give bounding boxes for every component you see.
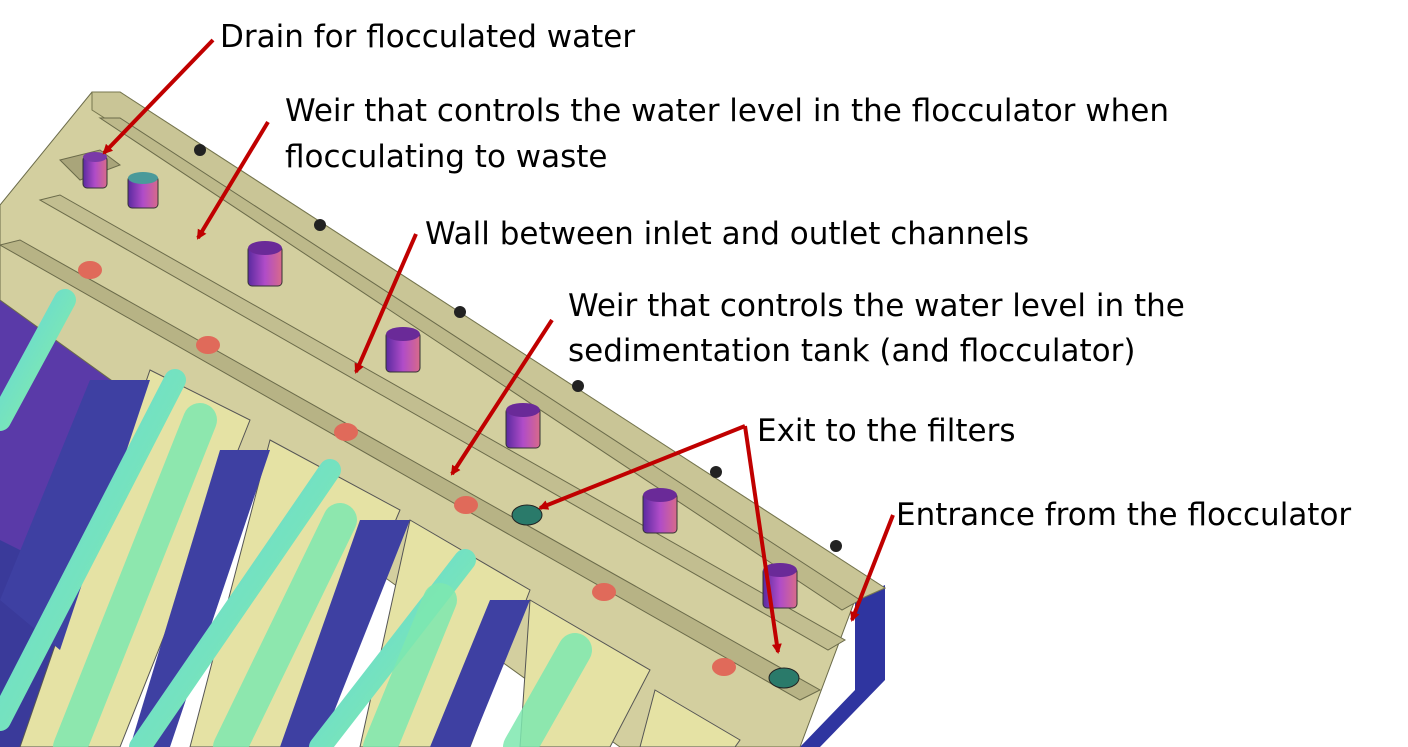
arrow-drain	[102, 38, 215, 155]
label-weir-sedimentation-line2: sedimentation tank (and flocculator)	[568, 333, 1136, 369]
label-drain: Drain for flocculated water	[220, 19, 636, 55]
label-weir-flocculator-line2: flocculating to waste	[285, 139, 608, 175]
label-entrance: Entrance from the flocculator	[896, 497, 1352, 533]
label-exit-filters: Exit to the filters	[757, 413, 1016, 449]
arrow-entrance	[850, 514, 895, 622]
label-weir-flocculator-line1: Weir that controls the water level in th…	[285, 93, 1169, 129]
label-weir-sedimentation-line1: Weir that controls the water level in th…	[568, 288, 1185, 324]
arrow-weir-flocculator	[196, 120, 270, 240]
tank-deck	[0, 91, 887, 747]
deck-pipes	[78, 152, 800, 689]
inlet-manifold-tubes	[0, 289, 592, 747]
edge-bolts	[194, 144, 842, 552]
arrow-exit-filters-2	[743, 425, 782, 654]
arrow-exit-filters-1	[538, 424, 746, 510]
arrow-wall	[354, 233, 418, 374]
label-wall: Wall between inlet and outlet channels	[425, 216, 1030, 252]
callout-arrows	[102, 38, 895, 654]
arrow-weir-sedimentation	[450, 318, 554, 476]
